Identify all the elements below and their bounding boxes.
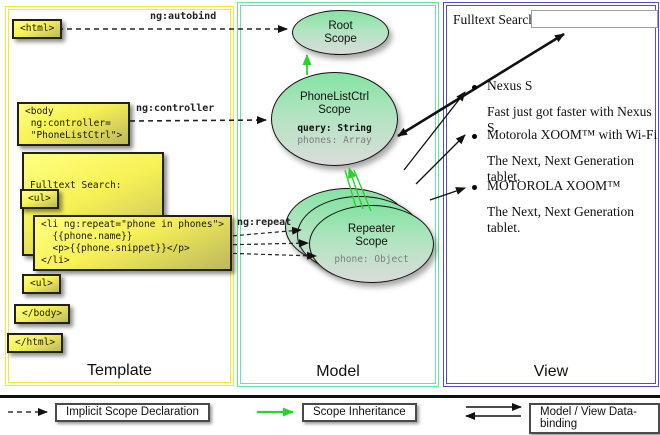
view-fulltext-search-label: Fulltext Search: bbox=[453, 12, 539, 27]
repeater-scope-ellipse-front: Repeater Scope phone: Object bbox=[309, 205, 434, 283]
template-column: Template bbox=[5, 6, 234, 386]
repeater-title-line2: Scope bbox=[355, 235, 388, 248]
view-item-desc: The Next, Next Generation tablet. bbox=[487, 204, 634, 235]
phonelistctrl-title-line1: PhoneListCtrl bbox=[299, 91, 370, 103]
list-bullet bbox=[472, 185, 477, 190]
phonelistctrl-scope-ellipse: PhoneListCtrl Scope query: String phones… bbox=[271, 72, 398, 166]
phonelistctrl-prop-phones: phones: Array bbox=[297, 135, 372, 146]
code-box-body-open: <body ng:controller= "PhoneListCtrl"> bbox=[17, 102, 131, 146]
model-column-label: Model bbox=[316, 363, 360, 380]
fulltext-label-line: Fulltext Search: bbox=[30, 180, 122, 191]
code-box-li-repeat: <li ng:repeat="phone in phones"> {{phone… bbox=[33, 215, 233, 271]
phonelistctrl-prop-query: query: String bbox=[297, 123, 372, 134]
repeater-prop-phone: phone: Object bbox=[334, 253, 409, 265]
list-bullet bbox=[472, 134, 477, 139]
view-item-title: Nexus S bbox=[487, 78, 533, 93]
list-bullet bbox=[472, 85, 477, 90]
legend-model-view-data-binding: Model / View Data-binding bbox=[529, 403, 660, 434]
view-item-title: Motorola XOOM™ with Wi-Fi bbox=[487, 127, 658, 142]
root-scope-title-line1: Root bbox=[328, 19, 353, 32]
legend-scope-inheritance: Scope Inheritance bbox=[302, 403, 417, 422]
code-box-html-open: <html> bbox=[12, 19, 63, 39]
code-box-body-close: </body> bbox=[14, 304, 71, 324]
fulltext-search-input[interactable] bbox=[531, 10, 658, 28]
view-column-label: View bbox=[533, 363, 569, 380]
code-box-ul-close: <ul> bbox=[22, 274, 61, 294]
template-column-label: Template bbox=[87, 362, 152, 379]
root-scope-title-line2: Scope bbox=[324, 32, 357, 45]
repeater-title-line1: Repeater bbox=[347, 222, 396, 235]
view-item-title: MOTOROLA XOOM™ bbox=[487, 178, 621, 193]
root-scope-ellipse: Root Scope bbox=[292, 10, 389, 55]
code-box-html-close: </html> bbox=[7, 333, 64, 353]
ng-repeat-label: ng:repeat bbox=[237, 217, 292, 228]
legend-implicit-scope-declaration: Implicit Scope Declaration bbox=[55, 403, 210, 422]
view-item-desc: The Next, Next Generation tablet. bbox=[487, 153, 634, 184]
phonelistctrl-title-line2: Scope bbox=[318, 104, 351, 116]
view-column: View bbox=[443, 2, 659, 387]
ng-autobind-label: ng:autobind bbox=[150, 11, 217, 22]
code-box-ul-open: <ul> bbox=[20, 189, 59, 209]
ng-controller-label: ng:controller bbox=[136, 103, 215, 114]
